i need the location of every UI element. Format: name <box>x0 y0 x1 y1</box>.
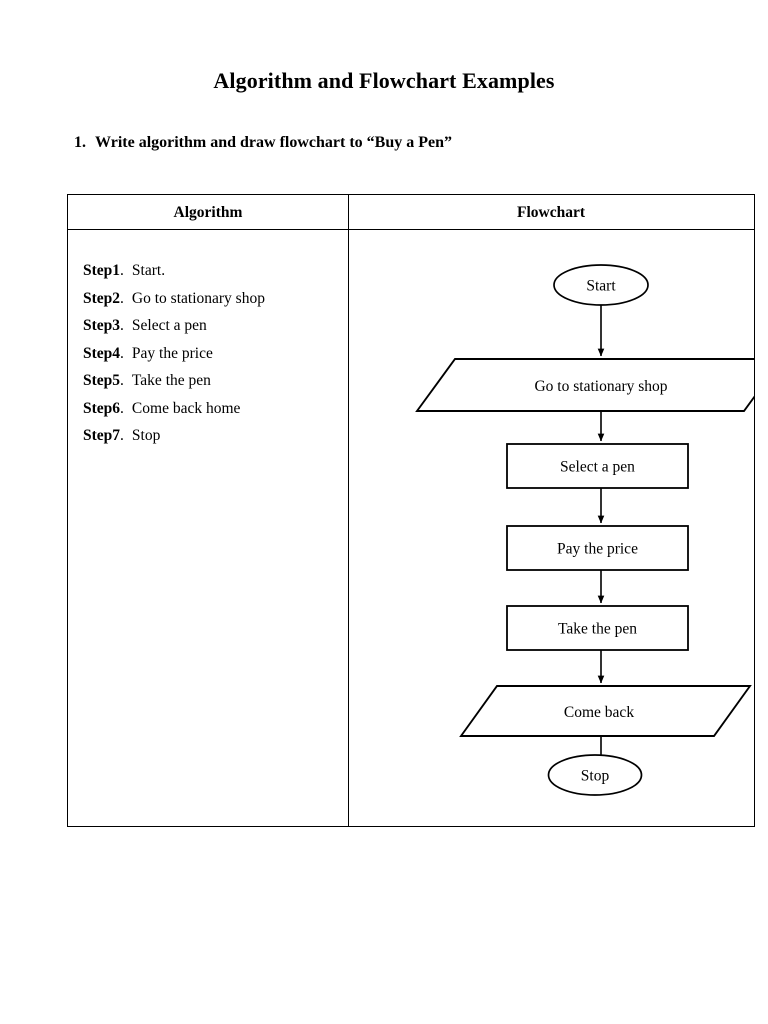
step-label: Step5 <box>83 372 121 389</box>
step-label: Step6 <box>83 399 121 417</box>
node-label-take-the-pen: Take the pen <box>558 621 637 638</box>
list-item: Step7. Stop <box>83 422 345 450</box>
list-item: Step1. Start. <box>83 257 345 285</box>
question-text: Write algorithm and draw flowchart to “B… <box>95 134 453 151</box>
list-item: Step2. Go to stationary shop <box>83 285 345 313</box>
step-text: Come back home <box>131 399 241 417</box>
step-dot: . <box>120 344 124 362</box>
node-label-start: Start <box>586 278 616 295</box>
step-label: Step1 <box>83 262 121 279</box>
column-header-flowchart: Flowchart <box>516 204 585 221</box>
step-dot: . <box>120 372 124 389</box>
step-dot: . <box>120 289 124 307</box>
step-dot: . <box>120 399 124 417</box>
node-label-come-back: Come back <box>564 704 634 721</box>
step-text: Start. <box>131 262 166 279</box>
node-label-pay-the-price: Pay the price <box>557 541 638 558</box>
node-stop: Stop <box>547 754 643 796</box>
step-label: Step2 <box>83 289 121 307</box>
question-number: 1. <box>74 134 86 151</box>
node-go-to-stationary-shop: Go to stationary shop <box>415 358 754 412</box>
step-text: Stop <box>131 427 161 444</box>
node-come-back: Come back <box>459 685 752 737</box>
node-select-a-pen: Select a pen <box>506 443 689 489</box>
node-take-the-pen: Take the pen <box>506 605 689 651</box>
step-dot: . <box>120 317 124 334</box>
step-dot: . <box>120 262 124 279</box>
process-rectangle-shape <box>506 605 689 651</box>
step-dot: . <box>120 427 124 444</box>
algorithm-steps-list: Step1. Start. Step2. Go to stationary shop… <box>83 257 345 450</box>
flowchart-diagram: Start Go to stationary shop Select a pen <box>349 230 754 826</box>
algorithm-flowchart-table: Algorithm Flowchart Step1. Start. Step2. G… <box>67 194 755 827</box>
step-label: Step3 <box>83 317 121 334</box>
page-title: Algorithm and Flowchart Examples <box>213 68 555 93</box>
node-label-select-a-pen: Select a pen <box>560 459 635 476</box>
node-start: Start <box>553 264 649 306</box>
node-label-go-to-stationary-shop: Go to stationary shop <box>534 378 667 395</box>
list-item: Step3. Select a pen <box>83 312 345 340</box>
step-text: Pay the price <box>131 344 213 362</box>
column-header-algorithm: Algorithm <box>173 204 243 221</box>
question-heading: 1. Write algorithm and draw flowchart to … <box>74 134 452 152</box>
terminator-shape <box>547 754 643 796</box>
node-pay-the-price: Pay the price <box>506 525 689 571</box>
step-text: Take the pen <box>131 372 211 389</box>
step-label: Step4 <box>83 344 121 362</box>
io-parallelogram-shape <box>459 685 752 737</box>
table-header-row: Algorithm Flowchart <box>68 195 754 230</box>
step-text: Go to stationary shop <box>131 289 265 307</box>
step-label: Step7 <box>83 427 121 444</box>
process-rectangle-shape <box>506 443 689 489</box>
list-item: Step5. Take the pen <box>83 367 345 395</box>
step-text: Select a pen <box>131 317 207 334</box>
flowchart-svg: Start Go to stationary shop Select a pen <box>415 264 754 796</box>
table-column-divider <box>348 195 349 826</box>
process-rectangle-shape <box>506 525 689 571</box>
list-item: Step4. Pay the price <box>83 340 345 368</box>
io-parallelogram-shape <box>415 358 754 412</box>
node-label-stop: Stop <box>581 768 610 785</box>
list-item: Step6. Come back home <box>83 395 345 423</box>
